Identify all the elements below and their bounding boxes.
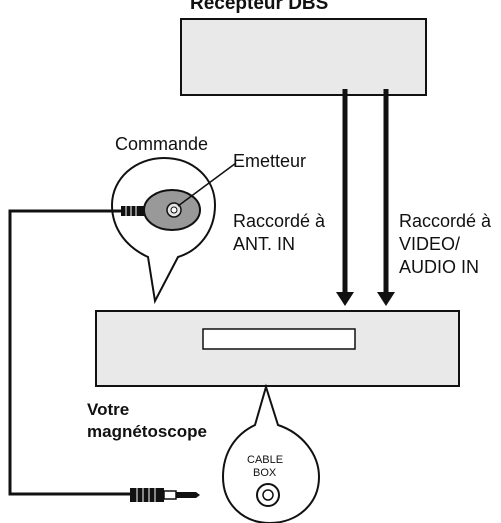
receiver-title: Récepteur DBS [190, 0, 328, 14]
cable-box-jack-inner [262, 489, 274, 501]
vcr-label-line2: magnétoscope [87, 422, 207, 441]
remote-label: Commande [115, 134, 208, 154]
ant-in-arrow [336, 292, 354, 306]
av-in-arrow [377, 292, 395, 306]
emitter-cable-plug [121, 206, 145, 216]
emitter-leader-line [177, 162, 237, 207]
cable-box-label-line1: CABLE [247, 454, 283, 466]
av-in-label-line2: VIDEO/ [399, 234, 460, 254]
cable-box-label-line2: BOX [253, 467, 277, 479]
vcr-tape-slot [202, 328, 356, 350]
vcr-label-line1: Votre [87, 400, 129, 419]
jack-plug-body [130, 488, 164, 502]
emitter-cable [8, 209, 130, 496]
ant-in-label-line1: Raccordé à [233, 211, 326, 231]
jack-plug-collar [163, 490, 177, 500]
emitter-lens-inner [170, 206, 178, 214]
ant-in-label-line2: ANT. IN [233, 234, 295, 254]
av-in-label-line3: AUDIO IN [399, 257, 479, 277]
av-in-label-line1: Raccordé à [399, 211, 492, 231]
jack-plug-tip [176, 492, 200, 498]
emitter-label: Emetteur [233, 151, 306, 171]
dbs-receiver-box [180, 18, 427, 96]
